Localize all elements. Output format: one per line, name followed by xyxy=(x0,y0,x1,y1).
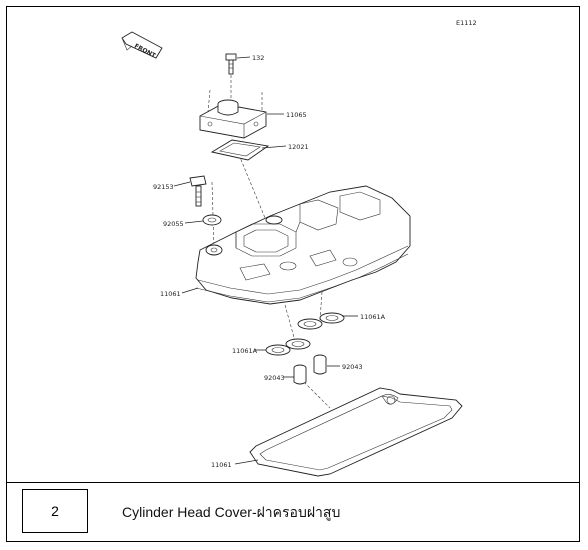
head-cover-gasket xyxy=(249,387,463,477)
footer-divider xyxy=(6,482,580,483)
alignment-lines xyxy=(207,70,331,409)
callout-bolt-top: 132 xyxy=(252,54,264,62)
washer xyxy=(202,214,222,226)
plug-hole-gasket-right xyxy=(297,312,345,330)
callout-head-gasket: 11061 xyxy=(211,461,232,469)
callout-gasket-hole-left: 11061A xyxy=(232,347,258,355)
callout-washer: 92055 xyxy=(163,220,184,228)
callout-gasket-hole-right: 11061A xyxy=(360,313,386,321)
figure-frame xyxy=(6,6,580,542)
cap-gasket xyxy=(210,139,270,161)
plug-hole-gasket-left xyxy=(265,338,311,356)
panel-number-box: 2 xyxy=(22,489,88,533)
panel-caption: Cylinder Head Cover-ฝาครอบฝาสูบ xyxy=(122,504,341,520)
callout-cap-cover: 11065 xyxy=(286,111,307,119)
cap-cover xyxy=(199,99,267,139)
callout-bolt-side: 92153 xyxy=(153,183,174,191)
exploded-parts-diagram: E1112 FRONT 132 11065 xyxy=(121,19,477,477)
side-bolt xyxy=(189,175,207,207)
panel-number: 2 xyxy=(51,503,59,519)
top-bolt xyxy=(225,53,237,75)
figure-code: E1112 xyxy=(456,19,477,27)
callout-cover-main: 11061 xyxy=(160,290,181,298)
callout-gasket-cap: 12021 xyxy=(288,143,309,151)
callout-collar-left: 92043 xyxy=(264,374,285,382)
collar-left xyxy=(293,364,307,385)
callout-collar-right: 92043 xyxy=(342,363,363,371)
front-arrow-icon: FRONT xyxy=(121,31,163,60)
cylinder-head-cover xyxy=(195,185,411,305)
collar-right xyxy=(313,354,327,375)
